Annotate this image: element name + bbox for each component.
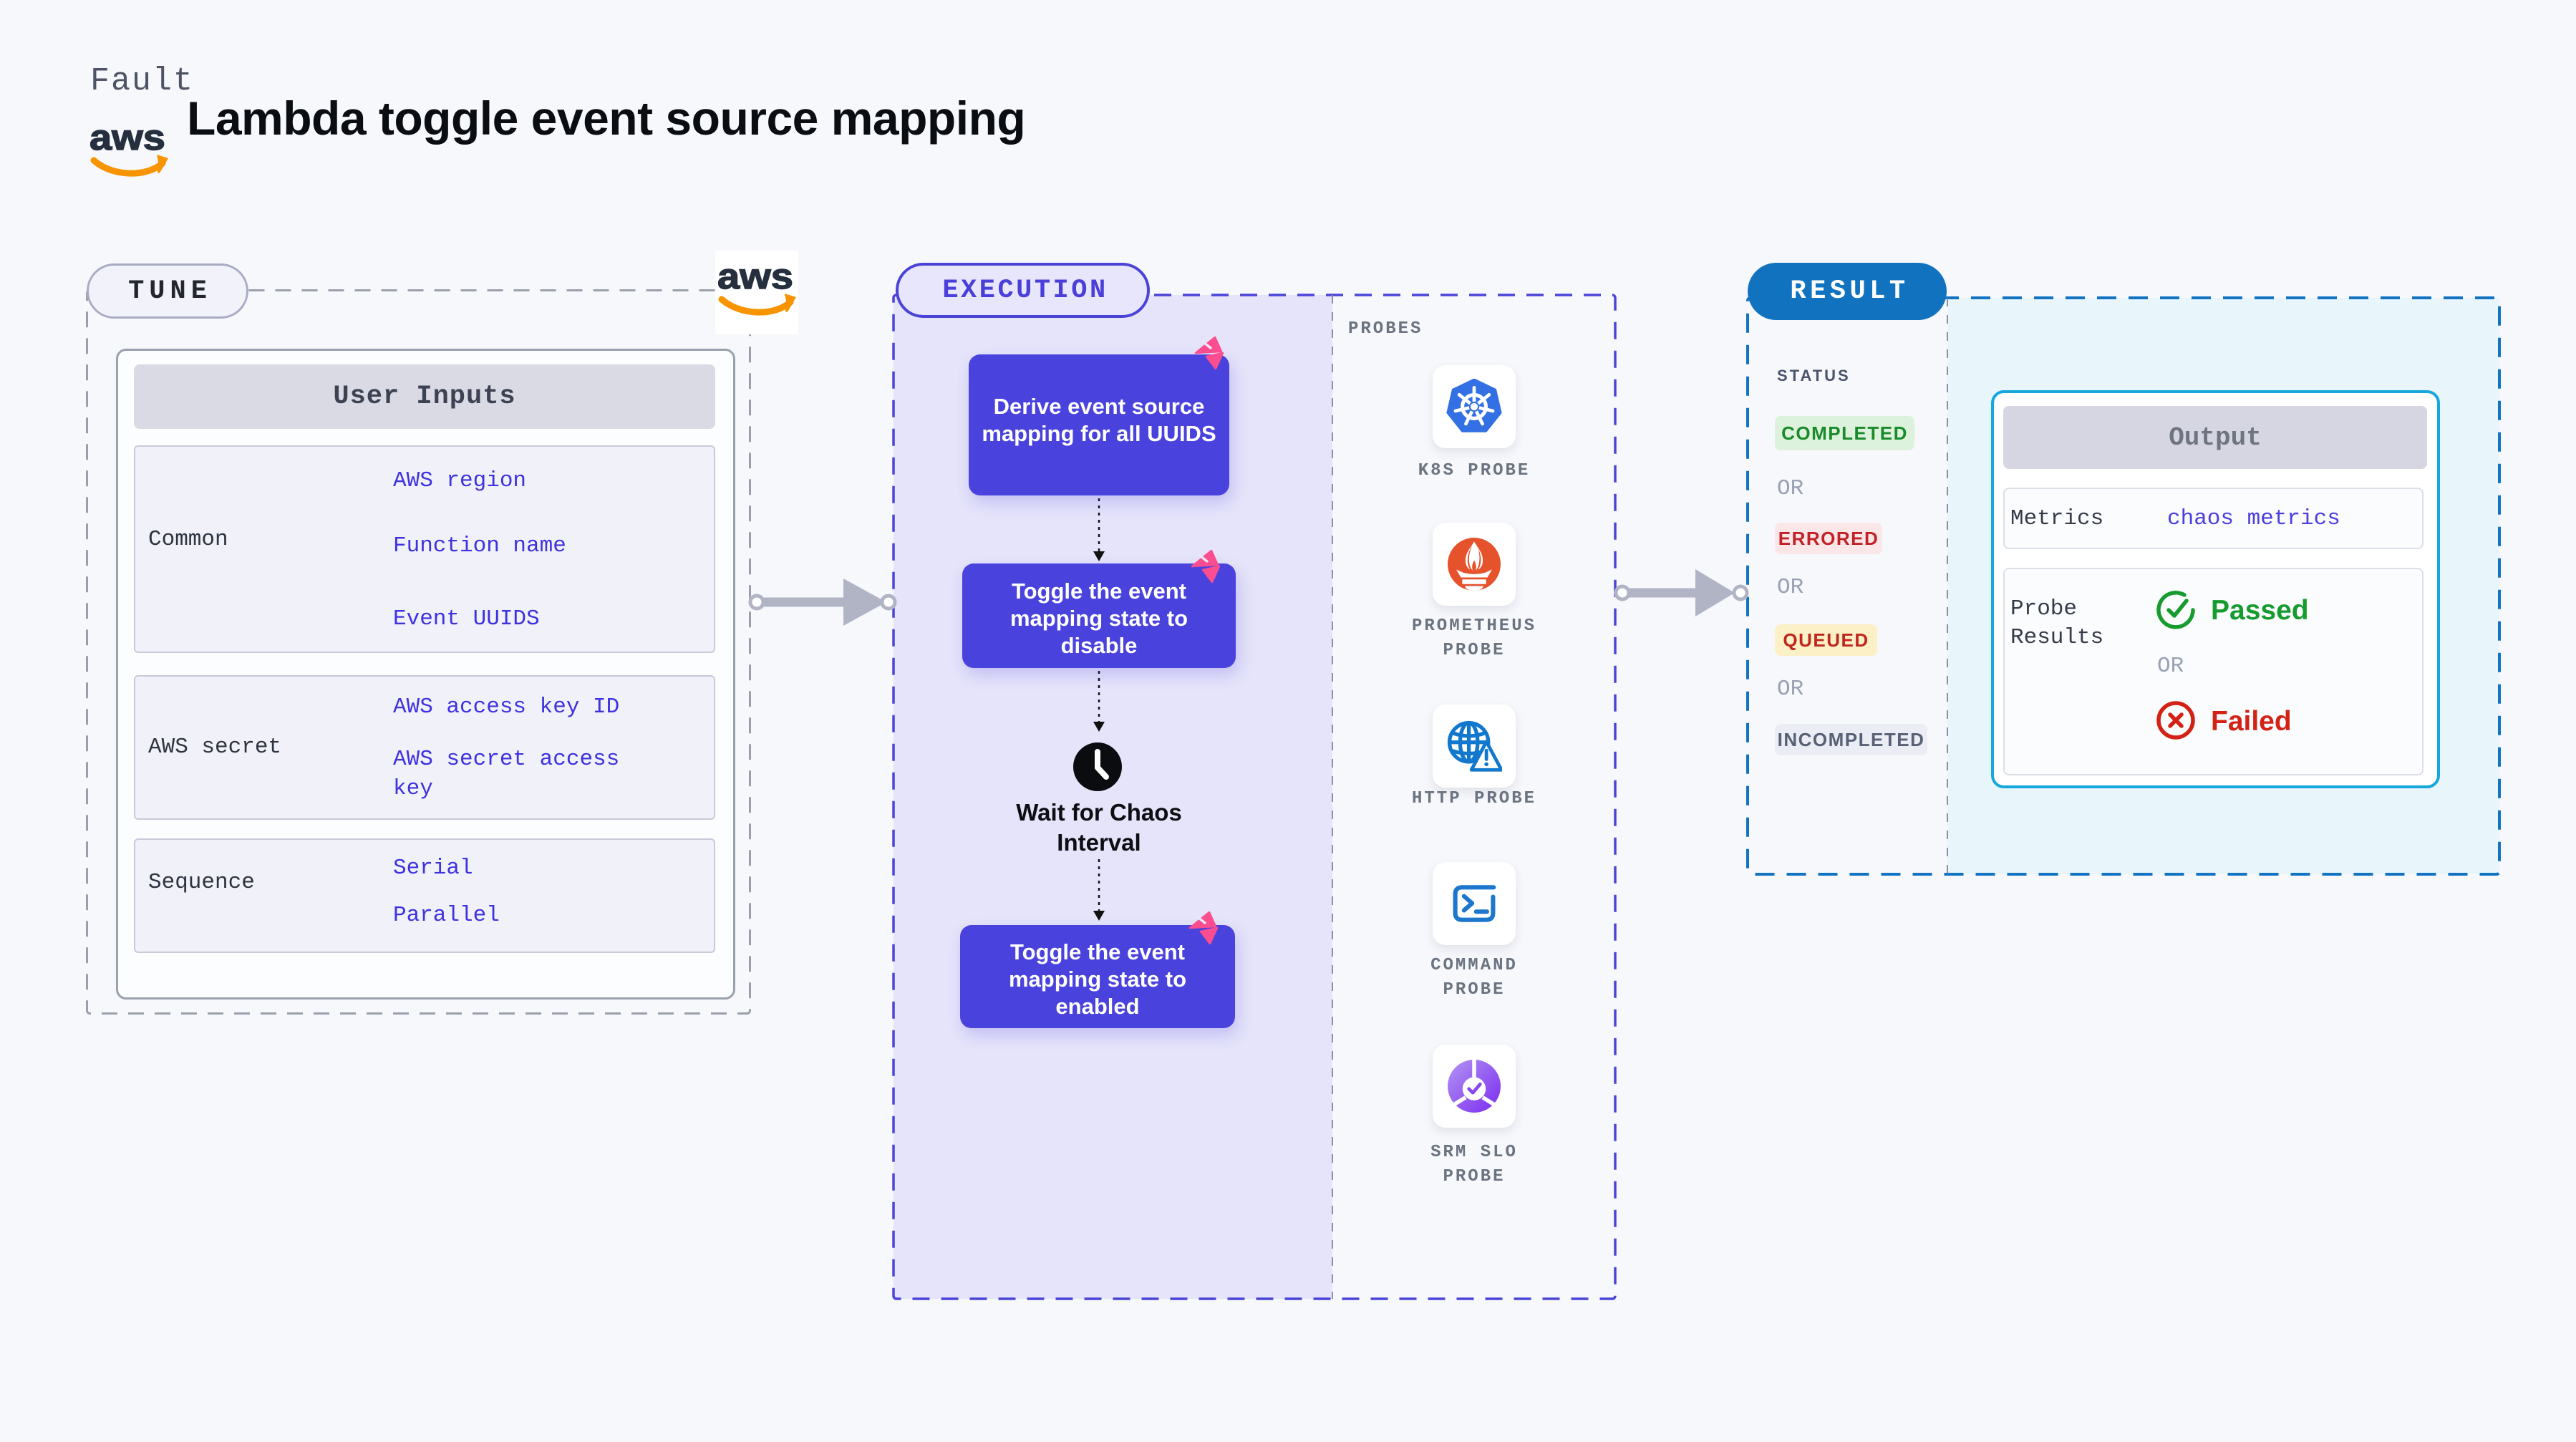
- svg-text:aws: aws: [718, 262, 793, 296]
- svg-text:aws: aws: [90, 123, 165, 158]
